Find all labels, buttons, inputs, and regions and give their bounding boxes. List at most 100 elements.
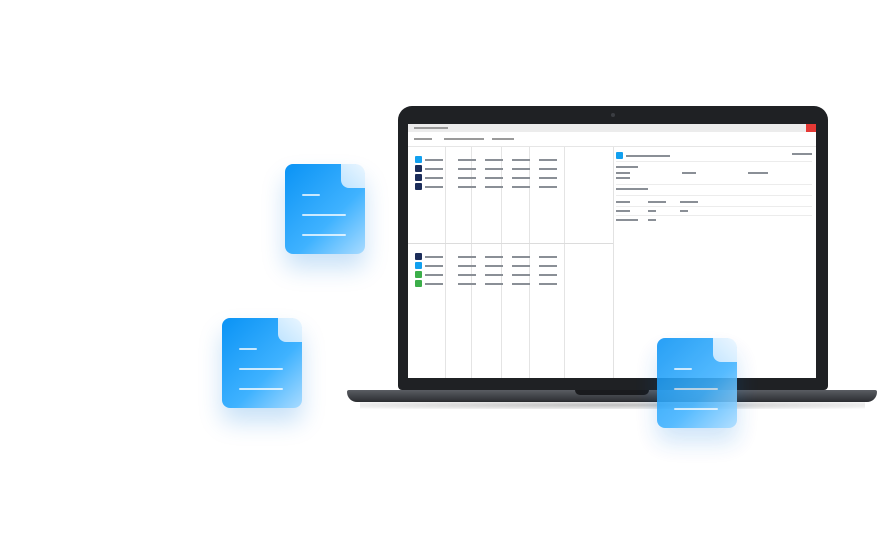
row-icon: [415, 174, 422, 181]
detail-line: [648, 210, 656, 212]
row-cell: [512, 177, 530, 179]
doc-line: [674, 408, 718, 410]
row-cell: [485, 159, 503, 161]
doc-line: [674, 368, 692, 370]
column-divider: [501, 147, 502, 378]
row-cell: [512, 256, 530, 258]
pane-split: [408, 243, 613, 244]
table-row[interactable]: [415, 253, 565, 260]
row-name: [425, 186, 443, 188]
close-button[interactable]: [806, 124, 816, 132]
detail-line: [616, 210, 630, 212]
doc-line: [302, 194, 320, 196]
detail-divider: [616, 215, 812, 216]
row-cell: [458, 186, 476, 188]
detail-pane: [614, 147, 816, 378]
detail-divider: [616, 184, 812, 185]
column-divider: [564, 147, 565, 378]
detail-divider: [616, 195, 812, 196]
row-cell: [485, 256, 503, 258]
row-cell: [485, 168, 503, 170]
window-title: [414, 127, 448, 129]
row-cell: [485, 265, 503, 267]
column-divider: [529, 147, 530, 378]
row-cell: [512, 274, 530, 276]
detail-line: [648, 219, 656, 221]
row-cell: [458, 274, 476, 276]
row-name: [425, 256, 443, 258]
detail-line: [616, 177, 630, 179]
detail-line: [682, 172, 696, 174]
doc-line: [239, 368, 283, 370]
table-row[interactable]: [415, 183, 565, 190]
detail-action[interactable]: [792, 153, 812, 155]
column-divider: [445, 147, 446, 378]
page-fold: [278, 318, 302, 342]
doc-line: [239, 348, 257, 350]
row-name: [425, 159, 443, 161]
row-cell: [539, 159, 557, 161]
detail-icon: [616, 152, 623, 159]
row-cell: [458, 168, 476, 170]
row-cell: [485, 274, 503, 276]
row-cell: [485, 177, 503, 179]
table-row[interactable]: [415, 174, 565, 181]
row-name: [425, 283, 443, 285]
table-row[interactable]: [415, 280, 565, 287]
list-pane: [408, 147, 614, 378]
row-cell: [458, 159, 476, 161]
doc-line: [674, 388, 718, 390]
row-cell: [539, 168, 557, 170]
row-name: [425, 168, 443, 170]
detail-line: [616, 219, 638, 221]
doc-line: [302, 234, 346, 236]
detail-line: [616, 201, 630, 203]
row-cell: [539, 256, 557, 258]
camera-icon: [611, 113, 615, 117]
row-cell: [512, 159, 530, 161]
document-icon: [285, 164, 365, 254]
doc-line: [239, 388, 283, 390]
document-icon: [657, 338, 737, 428]
menu-item[interactable]: [444, 138, 484, 140]
row-cell: [485, 186, 503, 188]
row-icon: [415, 271, 422, 278]
row-name: [425, 265, 443, 267]
page-fold: [341, 164, 365, 188]
menu-bar: [408, 132, 816, 147]
detail-line: [616, 166, 638, 168]
row-cell: [458, 283, 476, 285]
detail-line: [616, 172, 630, 174]
row-icon: [415, 262, 422, 269]
window-titlebar: [408, 124, 816, 132]
row-icon: [415, 280, 422, 287]
column-divider: [471, 147, 472, 378]
doc-line: [302, 214, 346, 216]
laptop-shadow: [360, 401, 865, 409]
row-cell: [512, 186, 530, 188]
table-row[interactable]: [415, 156, 565, 163]
detail-line: [648, 201, 666, 203]
menu-item[interactable]: [414, 138, 432, 140]
table-row[interactable]: [415, 262, 565, 269]
row-cell: [458, 265, 476, 267]
row-icon: [415, 156, 422, 163]
row-icon: [415, 165, 422, 172]
row-cell: [458, 177, 476, 179]
laptop-lid: [398, 106, 828, 390]
laptop-notch: [575, 390, 649, 395]
menu-item[interactable]: [492, 138, 514, 140]
laptop-screen: [408, 124, 816, 378]
detail-line: [680, 210, 688, 212]
row-icon: [415, 183, 422, 190]
detail-line: [680, 201, 698, 203]
page-fold: [713, 338, 737, 362]
row-cell: [485, 283, 503, 285]
row-cell: [539, 177, 557, 179]
row-cell: [539, 274, 557, 276]
detail-divider: [616, 206, 812, 207]
laptop-base: [347, 390, 877, 402]
table-row[interactable]: [415, 271, 565, 278]
document-icon: [222, 318, 302, 408]
table-row[interactable]: [415, 165, 565, 172]
